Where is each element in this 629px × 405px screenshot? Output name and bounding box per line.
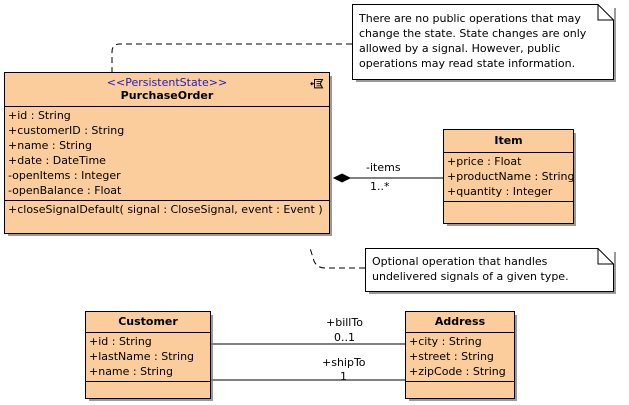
class-item[interactable]: Item +price : Float +productName : Strin… xyxy=(443,129,575,224)
class-header-purchase-order: <<PersistentState>> PurchaseOrder xyxy=(5,73,329,107)
assoc-role-shipto: +shipTo xyxy=(322,356,366,369)
signal-reception-icon[interactable] xyxy=(310,76,326,92)
attribute-row: +price : Float xyxy=(447,155,522,168)
attribute-row: -openBalance : Float xyxy=(8,184,122,197)
composition-diamond-items xyxy=(332,173,352,183)
assoc-multiplicity-items: 1..* xyxy=(370,180,390,193)
note-anchor-operation xyxy=(309,247,365,269)
note-anchor-state xyxy=(111,43,352,72)
note-operation-text: Optional operation that handles undelive… xyxy=(372,255,569,283)
attribute-row: +customerID : String xyxy=(8,124,125,137)
attribute-row: +id : String xyxy=(89,335,152,348)
class-attributes-purchase-order: +id : String +customerID : String +name … xyxy=(5,107,329,201)
attribute-row: +id : String xyxy=(8,109,71,122)
class-operations-address xyxy=(406,382,514,396)
class-purchase-order[interactable]: <<PersistentState>> PurchaseOrder +id : … xyxy=(4,72,330,234)
attribute-row: +name : String xyxy=(89,365,173,378)
class-header-customer: Customer xyxy=(86,312,210,333)
attribute-row: -openItems : Integer xyxy=(8,169,121,182)
note-state-text: There are no public operations that may … xyxy=(359,12,587,70)
note-shape-state xyxy=(352,4,614,80)
assoc-role-billto: +billTo xyxy=(326,316,363,329)
attribute-row: +city : String xyxy=(409,335,482,348)
class-attributes-item: +price : Float +productName : String +qu… xyxy=(444,153,575,202)
note-shape-operation xyxy=(365,248,614,292)
note-operation: Optional operation that handles undelive… xyxy=(365,248,614,292)
class-name-purchase-order: PurchaseOrder xyxy=(120,89,214,102)
attribute-row: +date : DateTime xyxy=(8,154,106,167)
class-customer[interactable]: Customer +id : String +lastName : String… xyxy=(85,311,211,399)
attribute-row: +street : String xyxy=(409,350,494,363)
class-name-customer: Customer xyxy=(118,315,178,328)
attribute-row: +name : String xyxy=(8,139,92,152)
assoc-multiplicity-billto: 0..1 xyxy=(334,331,355,344)
assoc-multiplicity-shipto: 1 xyxy=(340,370,347,383)
class-attributes-customer: +id : String +lastName : String +name : … xyxy=(86,333,210,382)
operation-row: +closeSignalDefault( signal : CloseSigna… xyxy=(8,203,323,216)
class-operations-purchase-order: +closeSignalDefault( signal : CloseSigna… xyxy=(5,201,329,219)
assoc-role-items: -items xyxy=(366,161,401,174)
class-stereotype-purchase-order: <<PersistentState>> xyxy=(106,76,228,89)
note-state: There are no public operations that may … xyxy=(352,4,614,80)
class-header-item: Item xyxy=(444,130,573,153)
class-header-address: Address xyxy=(406,312,514,333)
class-address[interactable]: Address +city : String +street : String … xyxy=(405,311,515,399)
class-name-address: Address xyxy=(434,315,486,328)
class-operations-item xyxy=(444,202,573,216)
attribute-row: +zipCode : String xyxy=(409,365,506,378)
class-operations-customer xyxy=(86,382,210,396)
attribute-row: +quantity : Integer xyxy=(447,185,553,198)
class-name-item: Item xyxy=(494,134,523,147)
attribute-row: +productName : String xyxy=(447,170,575,183)
class-attributes-address: +city : String +street : String +zipCode… xyxy=(406,333,514,382)
attribute-row: +lastName : String xyxy=(89,350,195,363)
